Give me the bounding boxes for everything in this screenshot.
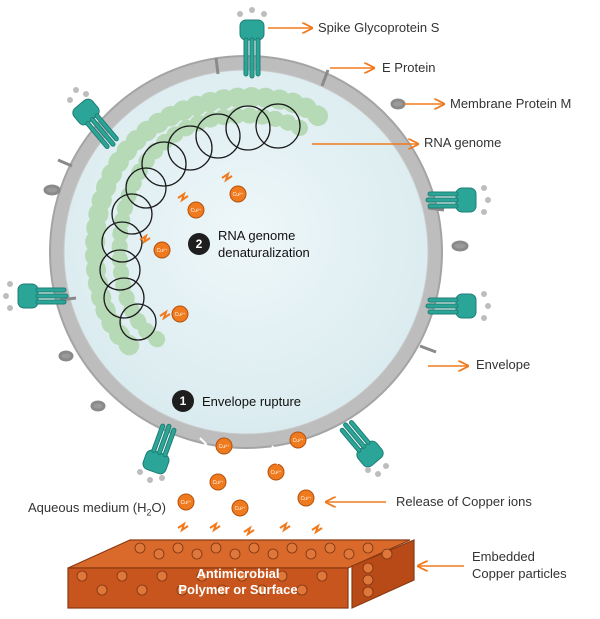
copper-particle [267, 548, 279, 560]
step-2-line2: denaturalization [218, 245, 310, 260]
copper-ion-label: Cu²⁺ [181, 500, 192, 506]
ion-release-mark [311, 523, 323, 535]
label-rna-genome: RNA genome [424, 135, 502, 150]
copper-particle [210, 542, 222, 554]
copper-particle [96, 584, 108, 596]
ion-release-mark [279, 521, 291, 533]
rupture-cracks [198, 437, 280, 465]
copper-particle [362, 574, 374, 586]
copper-ion: Cu²⁺ [171, 305, 189, 323]
label-release-copper: Release of Copper ions [396, 494, 532, 509]
copper-ion-label: Cu²⁺ [175, 312, 186, 318]
copper-particle [248, 542, 260, 554]
copper-ion: Cu²⁺ [177, 493, 195, 511]
copper-particle [76, 570, 88, 582]
copper-particle [172, 542, 184, 554]
ion-release-mark [139, 233, 151, 245]
copper-ion: Cu²⁺ [187, 201, 205, 219]
copper-ion-label: Cu²⁺ [235, 506, 246, 512]
copper-particle [276, 570, 288, 582]
copper-particle [362, 562, 374, 574]
copper-ions: Cu²⁺ Cu²⁺ Cu²⁺ Cu²⁺ Cu²⁺ Cu²⁺ Cu²⁺ Cu²⁺ Cu²⁺ Cu²⁺… [139, 171, 323, 537]
copper-particle [236, 570, 248, 582]
copper-ion-label: Cu²⁺ [213, 480, 224, 486]
label-arrows [268, 28, 468, 566]
label-membrane-protein: Membrane Protein M [450, 96, 572, 111]
copper-particle [362, 586, 374, 598]
ion-release-mark [177, 521, 189, 533]
rna-genome [85, 87, 328, 356]
step-2-badge: 2 [188, 233, 210, 255]
copper-ion-label: Cu²⁺ [233, 192, 244, 198]
copper-ion: Cu²⁺ [209, 473, 227, 491]
copper-ion: Cu²⁺ [231, 499, 249, 517]
copper-particle [153, 548, 165, 560]
copper-ion: Cu²⁺ [215, 437, 233, 455]
copper-particle [196, 570, 208, 582]
surface-label: Antimicrobial Polymer or Surface [128, 566, 348, 598]
copper-particle [156, 570, 168, 582]
spike-glycoproteins [17, 19, 477, 475]
label-spike-glycoprotein: Spike Glycoprotein S [318, 20, 440, 35]
copper-particle [305, 548, 317, 560]
step-2-text: RNA genome denaturalization [218, 227, 310, 261]
antimicrobial-surface [67, 539, 415, 609]
ion-release-mark [177, 191, 189, 203]
label-aqueous-medium: Aqueous medium (H2O) [28, 500, 166, 518]
copper-particle [296, 584, 308, 596]
copper-particle [176, 584, 188, 596]
copper-ion: Cu²⁺ [267, 463, 285, 481]
copper-particle [136, 584, 148, 596]
aqueous-text: Aqueous medium (H [28, 500, 147, 515]
copper-particle [191, 548, 203, 560]
copper-ion: Cu²⁺ [229, 185, 247, 203]
copper-particle [286, 542, 298, 554]
copper-particle [324, 542, 336, 554]
step-2-line1: RNA genome [218, 228, 296, 243]
copper-ion-label: Cu²⁺ [219, 444, 230, 450]
copper-particle [134, 542, 146, 554]
ion-release-mark [221, 171, 233, 183]
copper-ion: Cu²⁺ [153, 241, 171, 259]
copper-particle [229, 548, 241, 560]
label-e-protein: E Protein [382, 60, 436, 75]
copper-particle [362, 542, 374, 554]
surface-line2: Polymer or Surface [178, 582, 298, 597]
step-1-badge: 1 [172, 390, 194, 412]
copper-particle [216, 584, 228, 596]
aqueous-subscript: 2 [146, 507, 152, 518]
spike-tips [3, 7, 491, 483]
copper-ion-label: Cu²⁺ [157, 248, 168, 254]
copper-particle [256, 584, 268, 596]
copper-ion-label: Cu²⁺ [271, 470, 282, 476]
copper-ion: Cu²⁺ [297, 489, 315, 507]
label-embedded-particles: Embedded Copper particles [472, 548, 567, 582]
label-envelope: Envelope [476, 357, 531, 372]
copper-ion-label: Cu²⁺ [293, 438, 304, 444]
ion-release-mark [159, 309, 171, 321]
copper-particle [116, 570, 128, 582]
aqueous-text-end: O) [151, 500, 166, 515]
ion-release-mark [209, 521, 221, 533]
copper-ion-label: Cu²⁺ [301, 496, 312, 502]
step-1-text: Envelope rupture [202, 394, 302, 409]
copper-ion: Cu²⁺ [289, 431, 307, 449]
surface-line1: Antimicrobial [196, 566, 280, 581]
copper-ion-label: Cu²⁺ [191, 208, 202, 214]
ion-release-mark [243, 525, 255, 537]
copper-particle [381, 548, 393, 560]
copper-particle [343, 548, 355, 560]
embedded-line2: Copper particles [472, 566, 567, 581]
copper-particle [316, 570, 328, 582]
embedded-line1: Embedded [472, 549, 535, 564]
